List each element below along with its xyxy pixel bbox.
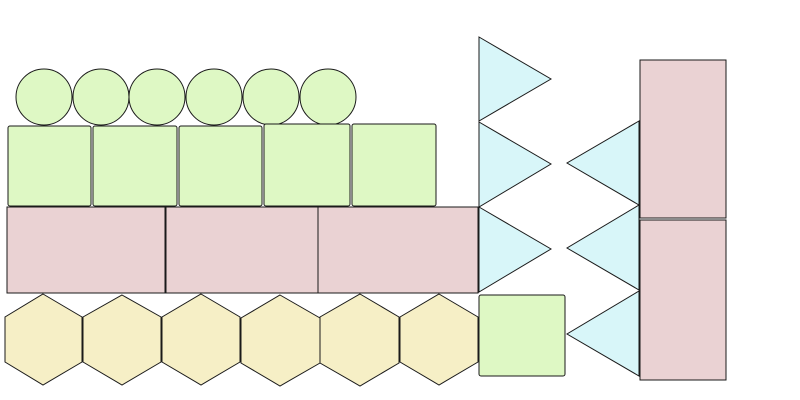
square-3	[178, 125, 263, 207]
circle-2	[72, 68, 130, 126]
circle-3	[128, 68, 186, 126]
triangle-column-left	[566, 120, 640, 377]
triangle-5	[566, 204, 640, 291]
hexagon-3	[161, 293, 241, 386]
circle-5	[242, 68, 300, 126]
square-row	[7, 123, 437, 207]
rectangle-row	[6, 206, 479, 294]
triangle-4	[566, 120, 640, 206]
square-2	[92, 125, 178, 207]
rectangle-1	[6, 206, 166, 294]
hexagon-2	[82, 294, 162, 386]
hexagon-row	[4, 293, 479, 387]
square-5	[351, 123, 437, 207]
hexagon-6	[399, 293, 479, 386]
triangle-3	[478, 206, 552, 293]
rectangle-3	[317, 206, 479, 294]
triangle-column-right	[478, 36, 552, 293]
square-6	[478, 294, 566, 377]
triangle-2	[478, 121, 552, 208]
circle-1	[15, 68, 73, 126]
hexagon-4	[240, 294, 321, 387]
square-1	[7, 125, 92, 207]
hexagon-5	[319, 293, 400, 387]
rectangle-5	[639, 219, 727, 381]
triangle-1	[478, 36, 552, 122]
hexagon-1	[4, 293, 83, 386]
triangle-6	[566, 290, 640, 377]
square-4	[263, 123, 351, 207]
circle-4	[185, 68, 243, 126]
rectangle-4	[639, 59, 727, 219]
circle-6	[299, 68, 357, 126]
circle-row	[15, 68, 357, 126]
tall-rectangle-column	[639, 59, 727, 381]
rectangle-2	[165, 206, 320, 294]
